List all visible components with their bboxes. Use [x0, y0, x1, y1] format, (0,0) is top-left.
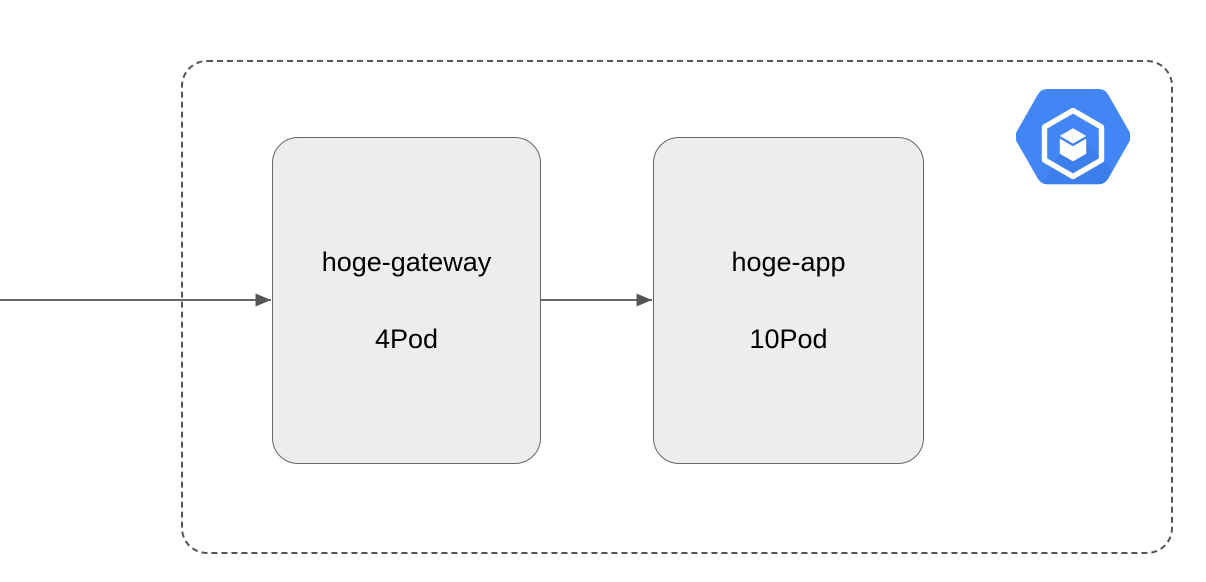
- gke-cube-left-face: [1059, 138, 1073, 162]
- node-hoge-gateway-title: hoge-gateway: [321, 246, 492, 277]
- gke-cube-right-face: [1073, 138, 1087, 162]
- gke-cube-top-face: [1059, 128, 1087, 144]
- node-hoge-gateway[interactable]: hoge-gateway 4Pod: [272, 137, 541, 464]
- cluster-boundary: [181, 60, 1173, 554]
- node-hoge-app-title: hoge-app: [731, 246, 846, 277]
- node-hoge-app[interactable]: hoge-app 10Pod: [653, 137, 924, 464]
- gke-kubernetes-engine-icon: [1016, 89, 1130, 185]
- node-hoge-gateway-subtitle: 4Pod: [374, 323, 439, 354]
- node-hoge-app-subtitle: 10Pod: [749, 323, 828, 354]
- gke-inner-hexagon-outline: [1041, 107, 1105, 180]
